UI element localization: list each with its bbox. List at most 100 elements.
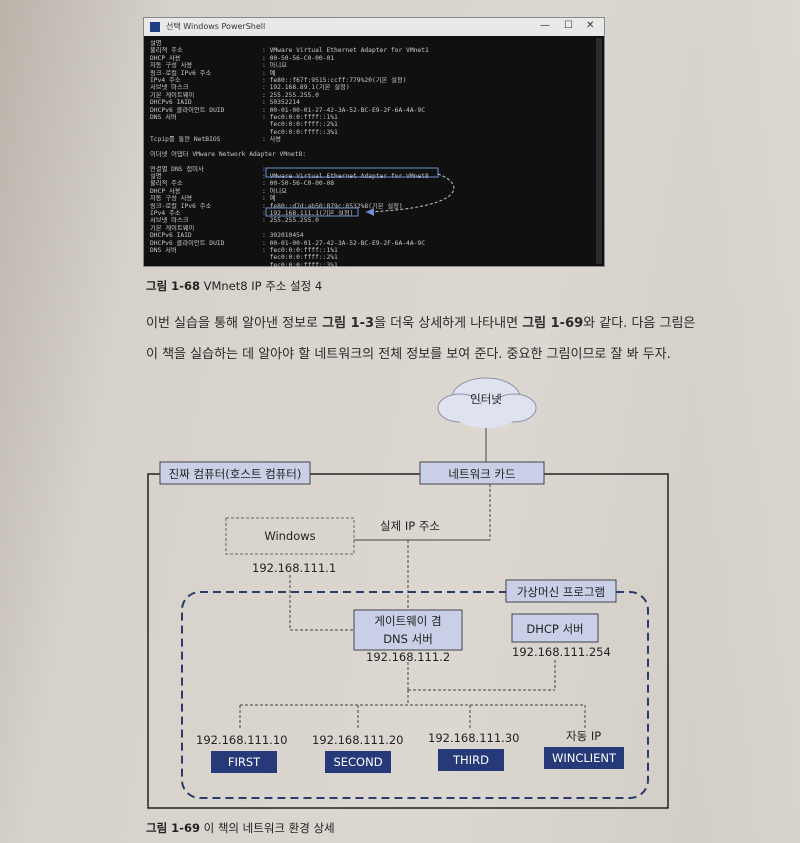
powershell-line-label: 물리적 주소	[150, 180, 183, 188]
powershell-line: fec0:0:0:ffff::3%1	[150, 129, 590, 136]
powershell-line-value: : fec0:0:0:ffff::1%1	[262, 113, 338, 121]
windows-box	[225, 517, 355, 555]
powershell-line-value: : fe80::d7d:ab50:879c:8532%8(기본 설정)	[262, 202, 403, 210]
powershell-line-value: : 예	[262, 195, 276, 203]
powershell-line: Tcpip를 통한 NetBIOS: 사용	[150, 136, 590, 143]
network-card-label: 네트워크 카드	[448, 467, 516, 481]
powershell-line-value: : 00-50-56-C0-00-08	[262, 180, 335, 188]
powershell-line: DHCPv6 클라이언트 DUID: 00-01-00-01-27-42-3A-…	[150, 107, 590, 114]
powershell-line-label: DHCPv6 IAID	[150, 232, 192, 240]
powershell-line: DHCPv6 IAID : 302010454	[150, 232, 590, 239]
powershell-line-label: 이더넷 어댑터 VMware Network Adapter VMnet8:	[150, 150, 307, 158]
powershell-line-value: : 192.168.89.1(기본 설정)	[262, 84, 350, 92]
second-ip: 192.168.111.20	[312, 733, 404, 747]
powershell-line: fec0:0:0:ffff::2%1	[150, 254, 590, 261]
powershell-line-value: : 50352214	[262, 99, 300, 107]
powershell-line-value: : 00-50-56-C0-00-01	[262, 54, 335, 62]
powershell-line-label: DNS 서버	[150, 246, 177, 254]
powershell-line-value: fec0:0:0:ffff::2%1	[262, 121, 338, 129]
real-ip-label: 실제 IP 주소	[380, 519, 440, 533]
dhcp-box	[511, 613, 599, 643]
host-computer-frame	[147, 473, 669, 809]
highlight-description	[265, 167, 439, 178]
powershell-icon	[150, 22, 160, 32]
powershell-line-label: 자동 구성 사용	[150, 195, 193, 203]
paragraph-line-1: 이번 실습을 통해 알아낸 정보로 그림 1-3을 더욱 상세하게 나타내면 그…	[146, 316, 696, 331]
powershell-line: 설명	[150, 40, 590, 47]
powershell-line-label: IPv4 주소	[150, 209, 181, 217]
powershell-line-label: DHCPv6 IAID	[150, 99, 192, 107]
powershell-line-value: : VMware Virtual Ethernet Adapter for VM…	[262, 47, 429, 55]
powershell-line: 서브넷 마스크: 192.168.89.1(기본 설정)	[150, 84, 590, 91]
powershell-line-label: 설명	[150, 40, 162, 47]
powershell-line-value: : 192.168.111.1(기본 설정)	[262, 209, 354, 217]
vm-program-label: 가상머신 프로그램	[516, 585, 606, 599]
vm-first: FIRST	[211, 751, 277, 773]
powershell-line: DNS 서버 : fec0:0:0:ffff::1%1	[150, 247, 590, 254]
gateway-ip: 192.168.111.2	[366, 650, 451, 664]
third-ip: 192.168.111.30	[428, 731, 520, 745]
powershell-line-label: 물리적 주소	[150, 47, 183, 55]
powershell-scrollbar	[596, 38, 602, 264]
powershell-line: DHCP 사용 : 00-50-56-C0-00-01	[150, 55, 590, 62]
gateway-box	[353, 609, 463, 651]
powershell-line: fec0:0:0:ffff::2%1	[150, 121, 590, 128]
windows-label: Windows	[264, 529, 316, 543]
host-title-box	[159, 461, 311, 485]
powershell-line: DNS 서버: fec0:0:0:ffff::1%1	[150, 114, 590, 121]
powershell-line-value: : 255.255.255.0	[262, 91, 319, 99]
powershell-line-value: : 302010454	[262, 232, 304, 240]
figure-caption-1-69: 그림 1-69 이 책의 네트워크 환경 상세	[146, 821, 335, 835]
first-ip: 192.168.111.10	[196, 733, 288, 747]
paragraph-line-2: 이 책을 실습하는 데 알아야 할 네트워크의 전체 정보를 보여 준다. 중요…	[146, 347, 671, 362]
powershell-line: 서브넷 마스크 : 255.255.255.0	[150, 217, 590, 224]
vm-program-frame	[181, 591, 649, 799]
powershell-line-value: : fec0:0:0:ffff::1%1	[262, 246, 338, 254]
powershell-line-label: DHCP 사용	[150, 187, 181, 195]
powershell-line: 이더넷 어댑터 VMware Network Adapter VMnet8:	[150, 151, 590, 158]
powershell-line-value: fec0:0:0:ffff::3%1	[262, 261, 338, 269]
powershell-line: 연결별 DNS 접미사:	[150, 166, 590, 173]
powershell-line-value: :	[262, 165, 266, 173]
powershell-line: IPv4 주소 : fe80::f67f:9515:ccff:779%20(기본 …	[150, 77, 590, 84]
internet-label: 인터넷	[470, 392, 502, 406]
powershell-line: DHCPv6 IAID : 50352214	[150, 99, 590, 106]
vm-program-label-box	[505, 579, 617, 603]
host-title-label: 진짜 컴퓨터(호스트 컴퓨터)	[168, 467, 302, 481]
powershell-titlebar: 선택 Windows PowerShell — ☐ ✕	[144, 18, 604, 36]
powershell-line-value: fec0:0:0:ffff::2%1	[262, 254, 338, 262]
powershell-line: 물리적 주소 : 00-50-56-C0-00-08	[150, 180, 590, 187]
powershell-line-value: : 아니요	[262, 187, 287, 195]
powershell-line-label: 기본 게이트웨이	[150, 91, 195, 99]
powershell-line-value: : fe80::f67f:9515:ccff:779%20(기본 설정)	[262, 76, 407, 84]
powershell-line: DHCPv6 클라이언트 DUID : 00-01-00-01-27-42-3A-…	[150, 240, 590, 247]
powershell-title: 선택 Windows PowerShell	[166, 22, 266, 31]
powershell-line-label: Tcpip를 통한 NetBIOS	[150, 136, 221, 144]
powershell-line: IPv4 주소 : 192.168.111.1(기본 설정)	[150, 210, 590, 217]
gateway-label-1: 게이트웨이 겸	[374, 614, 442, 628]
dhcp-ip: 192.168.111.254	[512, 645, 611, 659]
powershell-line-label: 설명	[150, 173, 162, 181]
powershell-line-label: DHCPv6 클라이언트 DUID	[150, 239, 225, 247]
powershell-line-label: 링크-로컬 IPv6 주소	[150, 202, 212, 210]
powershell-line-label: IPv4 주소	[150, 76, 181, 84]
powershell-line-value: fec0:0:0:ffff::3%1	[262, 128, 338, 136]
figure-caption-1-68: 그림 1-68 VMnet8 IP 주소 설정 4	[146, 279, 323, 293]
network-card-box	[419, 461, 545, 485]
adjacent-page-shadow	[690, 0, 800, 843]
powershell-line-label: 링크-로컬 IPv6 주소	[150, 69, 212, 77]
powershell-line-label: DHCP 사용	[150, 54, 181, 62]
powershell-line-label: 기본 게이트웨이	[150, 224, 195, 232]
minimize-icon: —	[540, 20, 550, 31]
powershell-line: 기본 게이트웨이	[150, 225, 590, 232]
powershell-line-value: : 예	[262, 69, 276, 77]
powershell-line-label: 서브넷 마스크	[150, 217, 189, 225]
annotation-arrow	[265, 167, 455, 217]
vm-second: SECOND	[325, 751, 391, 773]
internet-cloud	[437, 377, 537, 428]
powershell-line-value: : 255.255.255.0	[262, 217, 319, 225]
powershell-line-value: : 00-01-00-01-27-42-3A-52-BC-E9-2F-6A-4A…	[262, 239, 426, 247]
